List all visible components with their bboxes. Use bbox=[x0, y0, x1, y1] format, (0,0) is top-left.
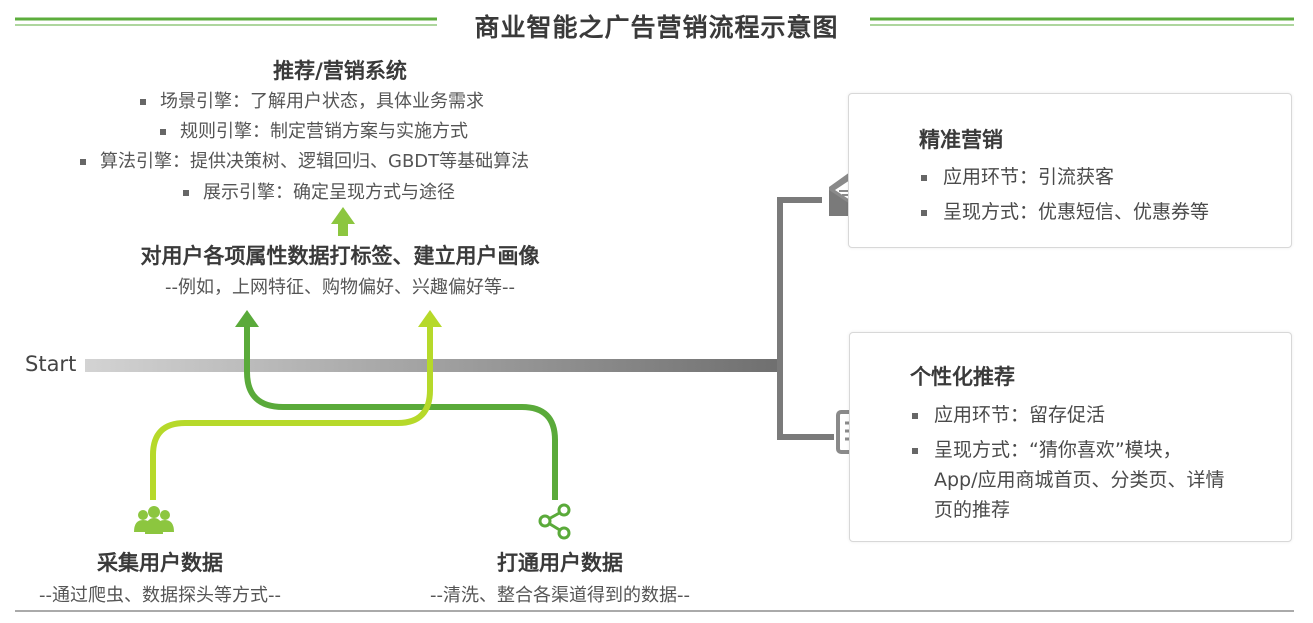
system-item-scene: 场景引擎：了解用户状态，具体业务需求 bbox=[140, 87, 484, 113]
merge-flow-arrowhead bbox=[235, 310, 259, 327]
share-icon bbox=[538, 503, 571, 540]
precision-title: 精准营销 bbox=[919, 128, 1003, 152]
personal-title: 个性化推荐 bbox=[910, 365, 1015, 389]
system-item-rules: 规则引擎：制定营销方案与实施方式 bbox=[160, 117, 468, 143]
collect-flow-path bbox=[150, 325, 433, 500]
merge-subtitle: --清洗、整合各渠道得到的数据-- bbox=[430, 585, 690, 606]
title-rule-right bbox=[870, 17, 1294, 26]
system-item-display: 展示引擎：确定呈现方式与途径 bbox=[183, 178, 455, 204]
users-icon bbox=[134, 506, 174, 534]
collect-subtitle: --通过爬虫、数据探头等方式-- bbox=[39, 585, 281, 606]
tagging-subtitle: --例如，上网特征、购物偏好、兴趣偏好等-- bbox=[165, 277, 515, 298]
collect-flow-arrowhead bbox=[418, 310, 442, 327]
system-title: 推荐/营销系统 bbox=[273, 59, 407, 83]
precision-item-form: 呈现方式：优惠短信、优惠券等 bbox=[921, 197, 1209, 227]
tagging-title: 对用户各项属性数据打标签、建立用户画像 bbox=[140, 244, 540, 268]
precision-item-stage: 应用环节：引流获客 bbox=[921, 162, 1114, 192]
branch-connector bbox=[777, 197, 834, 440]
start-timeline bbox=[85, 359, 782, 372]
personal-item-form: 呈现方式：“猜你喜欢”模块， App/应用商城首页、分类页、详情 页的推荐 bbox=[912, 435, 1282, 525]
start-label: Start bbox=[25, 352, 77, 376]
system-item-algorithm: 算法引擎：提供决策树、逻辑回归、GBDT等基础算法 bbox=[80, 147, 529, 173]
page-title: 商业智能之广告营销流程示意图 bbox=[474, 13, 839, 42]
personalized-recommendation-card: 个性化推荐 应用环节：留存促活 呈现方式：“猜你喜欢”模块， App/应用商城首… bbox=[849, 332, 1292, 542]
merge-title: 打通用户数据 bbox=[497, 551, 623, 575]
merge-flow-path bbox=[244, 325, 558, 500]
precision-marketing-card: 精准营销 应用环节：引流获客 呈现方式：优惠短信、优惠券等 bbox=[848, 93, 1292, 248]
collect-title: 采集用户数据 bbox=[97, 551, 223, 575]
title-rule-left bbox=[15, 17, 437, 26]
personal-item-stage: 应用环节：留存促活 bbox=[912, 400, 1105, 430]
up-arrow-to-system bbox=[331, 207, 355, 236]
